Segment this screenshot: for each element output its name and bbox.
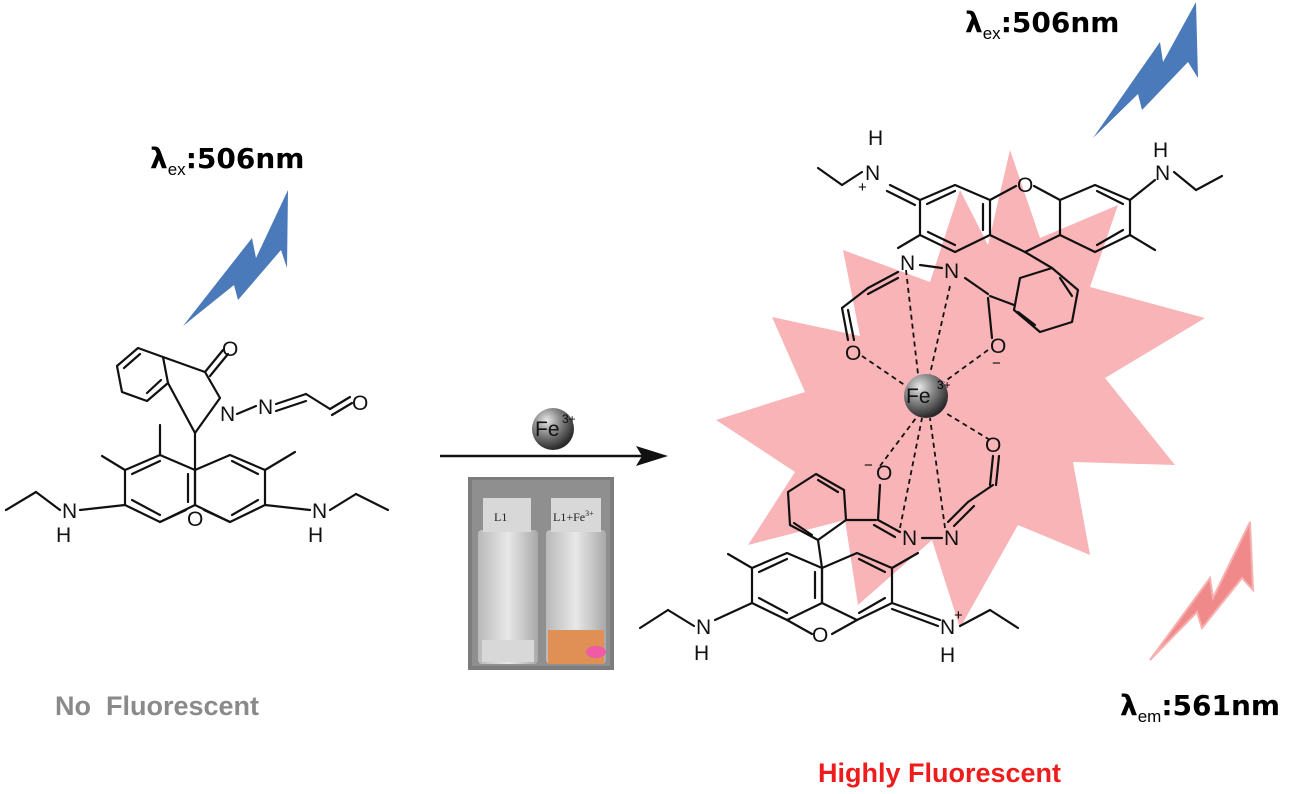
svg-text:H: H bbox=[56, 524, 71, 547]
svg-text:Fe: Fe bbox=[906, 385, 931, 408]
left-excitation-label: λex:506nm bbox=[150, 142, 304, 179]
svg-text:N: N bbox=[1155, 162, 1170, 185]
svg-text:H: H bbox=[694, 642, 709, 665]
reaction-arrow-head bbox=[636, 446, 668, 466]
svg-text:O: O bbox=[985, 434, 1001, 457]
svg-text:O: O bbox=[845, 342, 861, 365]
svg-text:O: O bbox=[1017, 174, 1033, 197]
svg-text:Fe: Fe bbox=[535, 418, 560, 441]
svg-text:−: − bbox=[864, 457, 873, 474]
svg-text:H: H bbox=[1153, 139, 1168, 162]
svg-text:+: + bbox=[954, 607, 963, 624]
svg-text:N: N bbox=[944, 260, 959, 283]
svg-text:O: O bbox=[352, 392, 368, 415]
no-fluorescent-label: No Fluorescent bbox=[55, 691, 259, 721]
fe-complex-structure: O N H + N H N N O O bbox=[638, 127, 1224, 667]
svg-text:3+: 3+ bbox=[562, 412, 576, 426]
vial1-label: L1 bbox=[494, 510, 507, 524]
rhodamine-probe-structure: O N N O O N H N H bbox=[4, 338, 390, 547]
svg-text:H: H bbox=[940, 644, 955, 667]
svg-text:−: − bbox=[992, 355, 1001, 372]
svg-text:N: N bbox=[900, 252, 915, 275]
svg-text:N: N bbox=[902, 527, 917, 550]
emission-label: λem:561nm bbox=[1120, 689, 1280, 726]
svg-text:O: O bbox=[876, 462, 892, 485]
svg-text:3+: 3+ bbox=[937, 378, 951, 392]
vial2-label: L1+Fe3+ bbox=[553, 509, 594, 524]
reagent-fe-ball: Fe 3+ bbox=[532, 408, 576, 450]
svg-text:+: + bbox=[858, 179, 867, 196]
svg-text:N: N bbox=[696, 616, 711, 639]
svg-text:O: O bbox=[812, 624, 828, 647]
svg-text:H: H bbox=[308, 524, 323, 547]
svg-text:O: O bbox=[990, 335, 1006, 358]
excitation-bolt-right bbox=[1093, 2, 1198, 138]
svg-text:N: N bbox=[312, 500, 327, 523]
svg-text:N: N bbox=[940, 616, 955, 639]
svg-text:H: H bbox=[868, 127, 883, 150]
vials-photo: L1 L1+Fe3+ bbox=[468, 477, 614, 670]
emission-bolt bbox=[1149, 521, 1255, 661]
highly-fluorescent-label: Highly Fluorescent bbox=[818, 758, 1061, 788]
svg-text:N: N bbox=[220, 403, 235, 426]
svg-text:O: O bbox=[187, 508, 203, 531]
svg-text:N: N bbox=[62, 500, 77, 523]
svg-text:N: N bbox=[865, 162, 880, 185]
svg-text:N: N bbox=[258, 396, 273, 419]
excitation-bolt-left bbox=[183, 190, 288, 326]
svg-text:N: N bbox=[944, 527, 959, 550]
fluorescence-burst bbox=[716, 150, 1205, 628]
right-excitation-label: λex:506nm bbox=[965, 6, 1119, 43]
svg-text:O: O bbox=[222, 338, 238, 361]
